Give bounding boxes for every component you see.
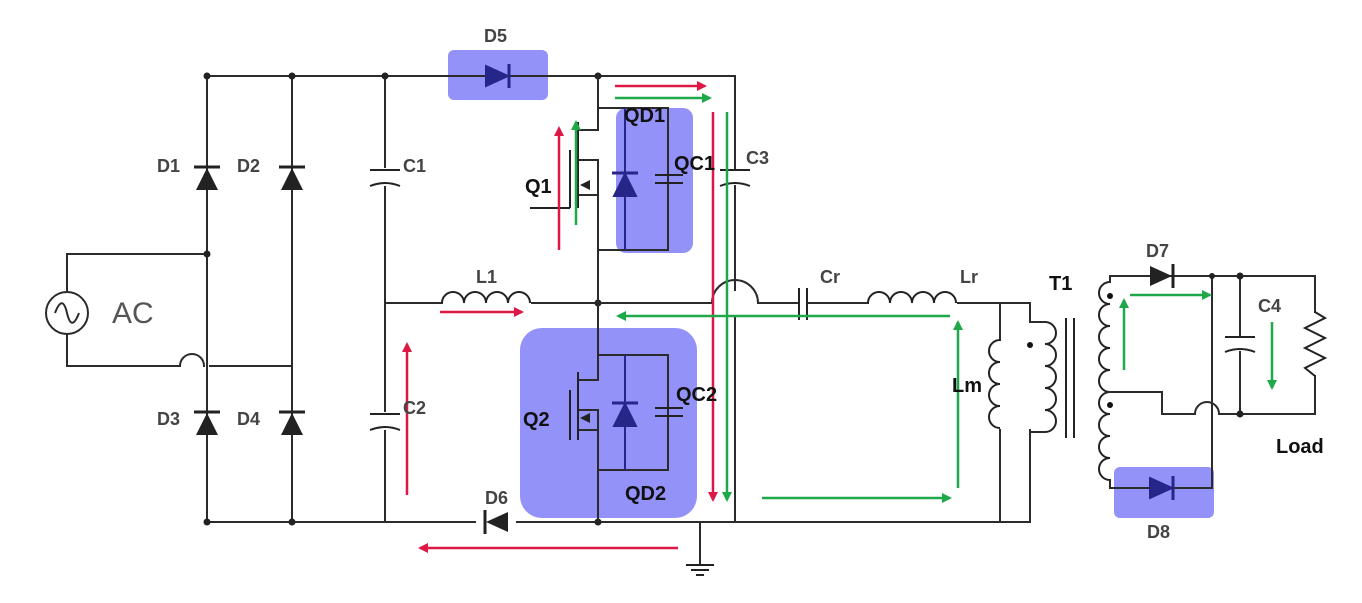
diode-d4 xyxy=(279,410,305,435)
ac-source xyxy=(45,253,293,368)
secondary-dot-bottom xyxy=(1107,402,1113,408)
d3-label: D3 xyxy=(157,409,180,429)
diode-d5 xyxy=(485,64,511,88)
bridge-wires xyxy=(206,75,1031,523)
load-resistor xyxy=(1302,311,1328,377)
capacitor-qc2 xyxy=(655,407,683,417)
lm-wire xyxy=(999,302,1031,523)
current-path-green xyxy=(571,93,1277,503)
body-diode-qd1 xyxy=(612,108,638,250)
transformer-secondary-top xyxy=(1098,281,1111,393)
body-diode-qd2 xyxy=(612,355,638,470)
d6-label: D6 xyxy=(485,488,508,508)
capacitor-qc1 xyxy=(655,174,683,184)
d7-label: D7 xyxy=(1146,241,1169,261)
c1-label: C1 xyxy=(403,156,426,176)
capacitor-c1 xyxy=(369,168,401,187)
secondary-dot-top xyxy=(1107,293,1113,299)
lm-label: Lm xyxy=(952,375,982,397)
inductor-lm xyxy=(988,339,1001,429)
transformer-core xyxy=(1065,318,1075,438)
c2-label: C2 xyxy=(403,398,426,418)
ground-symbol xyxy=(686,521,714,576)
diode-d7 xyxy=(1150,264,1175,288)
cr-label: Cr xyxy=(820,267,840,287)
mosfet-q2 xyxy=(569,302,669,523)
qc2-label: QC2 xyxy=(676,384,717,406)
qd1-label: QD1 xyxy=(624,105,665,127)
inductor-l1 xyxy=(441,291,531,304)
d5-label: D5 xyxy=(484,26,507,46)
inductor-lr xyxy=(867,291,957,304)
lr-label: Lr xyxy=(960,267,978,287)
diode-d1 xyxy=(194,165,220,190)
c4-label: C4 xyxy=(1258,296,1281,316)
qd1-highlight xyxy=(616,108,693,253)
l1-label: L1 xyxy=(476,267,497,287)
d8-label: D8 xyxy=(1147,522,1170,542)
t1-label: T1 xyxy=(1049,273,1072,295)
d2-label: D2 xyxy=(237,156,260,176)
qd2-label: QD2 xyxy=(625,483,666,505)
junction-dots xyxy=(203,72,602,526)
qc1-label: QC1 xyxy=(674,153,715,175)
primary-dot xyxy=(1027,342,1033,348)
mosfet-q1 xyxy=(530,75,669,304)
capacitor-cr xyxy=(798,288,808,320)
ac-label: AC xyxy=(112,297,154,330)
diode-d8 xyxy=(1149,476,1175,500)
d4-label: D4 xyxy=(237,409,260,429)
diode-d2 xyxy=(279,165,305,190)
q2-label: Q2 xyxy=(523,409,550,431)
q1-label: Q1 xyxy=(525,176,552,198)
c3-label: C3 xyxy=(746,148,769,168)
transformer-primary xyxy=(1044,321,1057,433)
capacitor-c4 xyxy=(1224,336,1256,353)
capacitor-c2 xyxy=(369,412,401,431)
diode-d3 xyxy=(194,410,220,435)
transformer-secondary-bottom xyxy=(1098,391,1111,481)
diode-d6 xyxy=(476,510,516,534)
primary-leads xyxy=(1029,321,1046,433)
d1-label: D1 xyxy=(157,156,180,176)
capacitor-c3 xyxy=(719,169,751,187)
load-label: Load xyxy=(1276,436,1324,458)
current-path-red xyxy=(402,81,718,553)
